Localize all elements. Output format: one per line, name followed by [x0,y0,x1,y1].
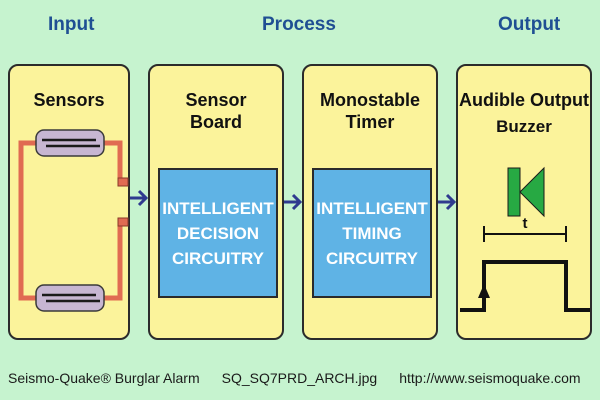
header-output: Output [498,14,561,35]
decision-circuitry-box: INTELLIGENT DECISION CIRCUITRY [158,168,278,298]
buzzer-icon [507,166,545,218]
timer-title-2: Timer [345,112,395,132]
sensor-board-panel: Sensor Board INTELLIGENT DECISION CIRCUI… [148,64,284,340]
buzzer-graphic: t [460,166,590,312]
decision-box-line-2: DECISION [176,224,260,243]
arrow-input-to-board-icon [130,189,149,207]
header-process: Process [262,14,336,35]
sensor-board-title-2: Board [189,112,242,132]
footer-filename: SQ_SQ7PRD_ARCH.jpg [221,370,378,386]
sensor-1-icon [35,129,105,157]
footer-url[interactable]: http://www.seismoquake.com [399,370,581,386]
sensors-panel: Sensors [8,64,130,340]
arrow-board-to-timer-icon [284,193,303,211]
output-title-1: Audible Output [459,90,589,110]
sensors-title: Sensors [33,90,105,110]
header-input: Input [48,14,95,35]
footer-brand: Seismo-Quake® Burglar Alarm [8,370,200,386]
timer-title-1: Monostable [319,90,420,110]
decision-box-line-3: CIRCUITRY [172,249,264,268]
timing-circuitry-box: INTELLIGENT TIMING CIRCUITRY [312,168,432,298]
footer-caption: Seismo-Quake® Burglar Alarm SQ_SQ7PRD_ARC… [8,370,600,386]
output-panel: Audible Output Buzzer t [456,64,592,340]
timing-interval-icon [483,226,567,242]
arrow-timer-to-output-icon [438,193,457,211]
sensor-2-icon [35,284,105,312]
sensors-wiring [18,129,129,312]
timing-box-line-1: INTELLIGENT [316,199,428,218]
sensor-board-title-1: Sensor [185,90,247,110]
timing-box-line-2: TIMING [342,224,402,243]
timer-panel: Monostable Timer INTELLIGENT TIMING CIRC… [302,64,438,340]
decision-box-line-1: INTELLIGENT [162,199,274,218]
timing-label: t [523,215,528,232]
output-title-2: Buzzer [496,117,552,136]
timing-box-line-3: CIRCUITRY [326,249,418,268]
pulse-waveform-icon [460,260,590,312]
